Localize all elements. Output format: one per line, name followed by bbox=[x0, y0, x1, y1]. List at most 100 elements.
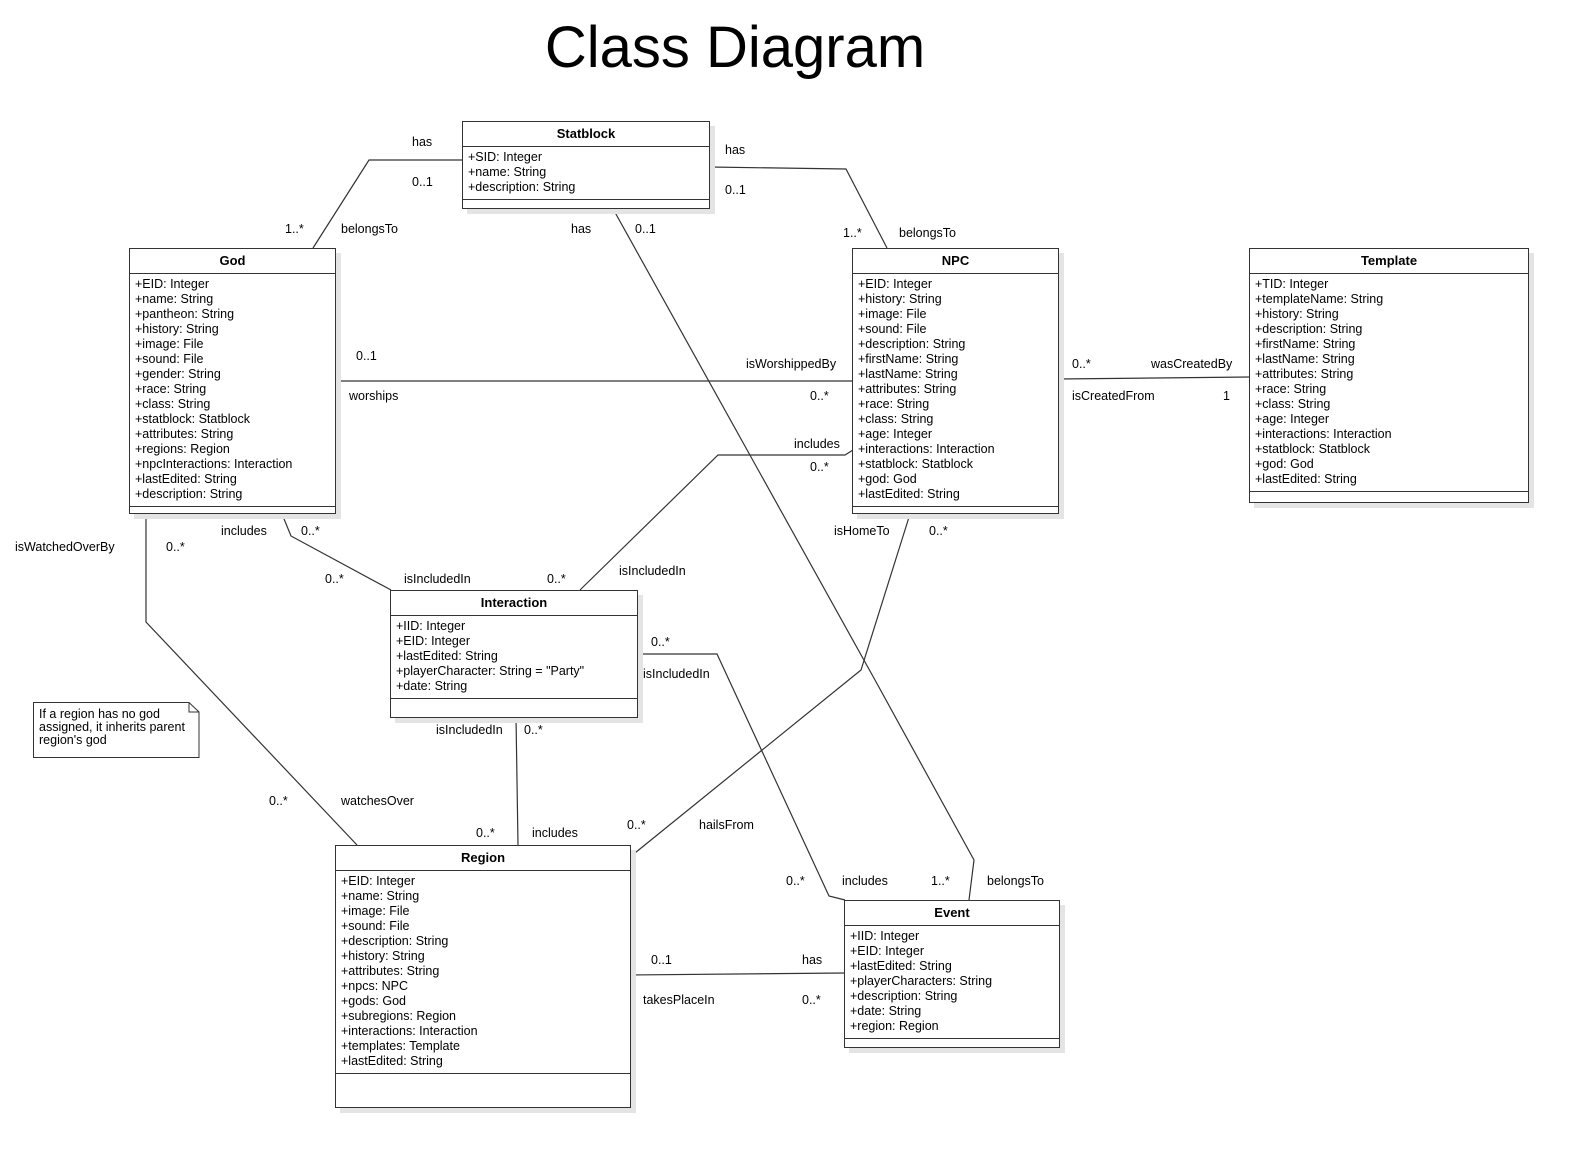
assoc-npc-statblock bbox=[708, 166, 888, 249]
class-attribute: +lastEdited: String bbox=[1255, 472, 1357, 486]
assoc-region-event bbox=[629, 972, 846, 976]
class-attribute: +EID: Integer bbox=[858, 277, 932, 291]
class-attribute: +image: File bbox=[135, 337, 204, 351]
class-event[interactable]: Event +IID: Integer+EID: Integer+lastEdi… bbox=[844, 900, 1060, 1048]
class-name: Interaction bbox=[391, 591, 637, 616]
class-attribute: +race: String bbox=[135, 382, 207, 396]
class-attribute: +name: String bbox=[135, 292, 214, 306]
class-attribute: +pantheon: String bbox=[135, 307, 235, 321]
label-god-region-watched: isWatchedOverBy bbox=[15, 540, 115, 554]
label-npc-statblock-has: has bbox=[725, 143, 746, 157]
label-region-event-mult1: 0..1 bbox=[651, 953, 672, 967]
class-attribute: +race: String bbox=[858, 397, 930, 411]
class-attributes: +EID: Integer+history: String+image: Fil… bbox=[853, 274, 1058, 507]
class-attribute: +gods: God bbox=[341, 994, 406, 1008]
class-interaction[interactable]: Interaction +IID: Integer+EID: Integer+l… bbox=[390, 590, 638, 718]
class-god[interactable]: God +EID: Integer+name: String+pantheon:… bbox=[129, 248, 336, 514]
note-shape bbox=[33, 702, 200, 758]
class-attribute: +lastName: String bbox=[858, 367, 958, 381]
class-attribute: +attributes: String bbox=[135, 427, 234, 441]
assoc-god-interaction bbox=[281, 513, 392, 591]
class-attribute: +IID: Integer bbox=[396, 619, 466, 633]
class-attribute: +date: String bbox=[396, 679, 468, 693]
label-npc-template-mult2: 1 bbox=[1223, 389, 1230, 403]
class-attribute: +race: String bbox=[1255, 382, 1327, 396]
label-int-region-mult2: 0..* bbox=[476, 826, 495, 840]
assoc-interaction-event bbox=[637, 653, 846, 901]
label-god-int-mult2: 0..* bbox=[325, 572, 344, 586]
diagram-title: Class Diagram bbox=[544, 15, 926, 80]
class-attribute: +age: Integer bbox=[858, 427, 933, 441]
class-attributes: +SID: Integer+name: String+description: … bbox=[463, 147, 709, 200]
class-attribute: +lastEdited: String bbox=[341, 1054, 443, 1068]
label-god-int-includes: includes bbox=[221, 524, 267, 538]
label-event-statblock-mult1: 0..1 bbox=[635, 222, 656, 236]
class-template[interactable]: Template +TID: Integer+templateName: Str… bbox=[1249, 248, 1529, 503]
label-npc-region-hails: hailsFrom bbox=[699, 818, 754, 832]
label-int-event-includes: includes bbox=[842, 874, 888, 888]
class-attribute: +interactions: Interaction bbox=[1255, 427, 1392, 441]
class-attribute: +class: String bbox=[1255, 397, 1331, 411]
note-text: If a region has no god assigned, it inhe… bbox=[39, 707, 185, 747]
class-attribute: +playerCharacters: String bbox=[850, 974, 993, 988]
class-attribute: +image: File bbox=[858, 307, 927, 321]
class-attribute: +history: String bbox=[858, 292, 942, 306]
class-attribute: +class: String bbox=[858, 412, 934, 426]
class-attribute: +name: String bbox=[468, 165, 547, 179]
label-npc-region-mult1: 0..* bbox=[929, 524, 948, 538]
class-statblock[interactable]: Statblock +SID: Integer+name: String+des… bbox=[462, 121, 710, 209]
label-god-npc-mult1: 0..1 bbox=[356, 349, 377, 363]
class-region[interactable]: Region +EID: Integer+name: String+image:… bbox=[335, 845, 631, 1108]
class-name: NPC bbox=[853, 249, 1058, 274]
class-attribute: +statblock: Statblock bbox=[1255, 442, 1370, 456]
label-npc-template-mult1: 0..* bbox=[1072, 357, 1091, 371]
class-attribute: +EID: Integer bbox=[135, 277, 209, 291]
class-attribute: +lastEdited: String bbox=[135, 472, 237, 486]
label-event-statblock-belongs: belongsTo bbox=[987, 874, 1044, 888]
class-attribute: +interactions: Interaction bbox=[341, 1024, 478, 1038]
label-god-statblock-has: has bbox=[412, 135, 433, 149]
class-attribute: +lastName: String bbox=[1255, 352, 1355, 366]
class-attributes: +IID: Integer+EID: Integer+lastEdited: S… bbox=[845, 926, 1059, 1039]
label-god-npc-worships: worships bbox=[349, 389, 399, 403]
class-attribute: +SID: Integer bbox=[468, 150, 542, 164]
label-npc-statblock-belongs: belongsTo bbox=[899, 226, 956, 240]
label-god-npc-mult2: 0..* bbox=[810, 389, 829, 403]
class-attribute: +history: String bbox=[341, 949, 425, 963]
class-attribute: +date: String bbox=[850, 1004, 922, 1018]
label-god-statblock-belongs: belongsTo bbox=[341, 222, 398, 236]
class-attribute: +god: God bbox=[1255, 457, 1314, 471]
class-attribute: +EID: Integer bbox=[850, 944, 924, 958]
label-god-statblock-mult1: 0..1 bbox=[412, 175, 433, 189]
class-attribute: +lastEdited: String bbox=[850, 959, 952, 973]
label-npc-template-iscreated: isCreatedFrom bbox=[1072, 389, 1155, 403]
class-attribute: +statblock: Statblock bbox=[135, 412, 250, 426]
label-god-int-isincluded: isIncludedIn bbox=[404, 572, 471, 586]
assoc-npc-template bbox=[1058, 376, 1251, 380]
note: If a region has no god assigned, it inhe… bbox=[33, 702, 200, 758]
class-attribute: +description: String bbox=[341, 934, 449, 948]
label-region-event-mult2: 0..* bbox=[802, 993, 821, 1007]
label-npc-int-mult2: 0..* bbox=[547, 572, 566, 586]
label-npc-int-isincluded: isIncludedIn bbox=[619, 564, 686, 578]
class-attribute: +interactions: Interaction bbox=[858, 442, 995, 456]
label-int-region-isincluded: isIncludedIn bbox=[436, 723, 503, 737]
label-event-statblock-mult2: 1..* bbox=[931, 874, 950, 888]
class-attribute: +firstName: String bbox=[1255, 337, 1356, 351]
class-attribute: +age: Integer bbox=[1255, 412, 1330, 426]
class-name: Region bbox=[336, 846, 630, 871]
label-int-event-isincluded: isIncludedIn bbox=[643, 667, 710, 681]
label-int-region-includes: includes bbox=[532, 826, 578, 840]
class-attribute: +lastEdited: String bbox=[858, 487, 960, 501]
class-attribute: +npcInteractions: Interaction bbox=[135, 457, 293, 471]
class-attribute: +npcs: NPC bbox=[341, 979, 409, 993]
class-attribute: +lastEdited: String bbox=[396, 649, 498, 663]
class-attribute: +statblock: Statblock bbox=[858, 457, 973, 471]
label-int-region-mult1: 0..* bbox=[524, 723, 543, 737]
assoc-statblock-event bbox=[611, 206, 975, 901]
class-attribute: +region: Region bbox=[850, 1019, 939, 1033]
assoc-npc-region bbox=[629, 513, 911, 858]
class-attribute: +regions: Region bbox=[135, 442, 230, 456]
class-attribute: +templateName: String bbox=[1255, 292, 1384, 306]
class-npc[interactable]: NPC +EID: Integer+history: String+image:… bbox=[852, 248, 1059, 514]
